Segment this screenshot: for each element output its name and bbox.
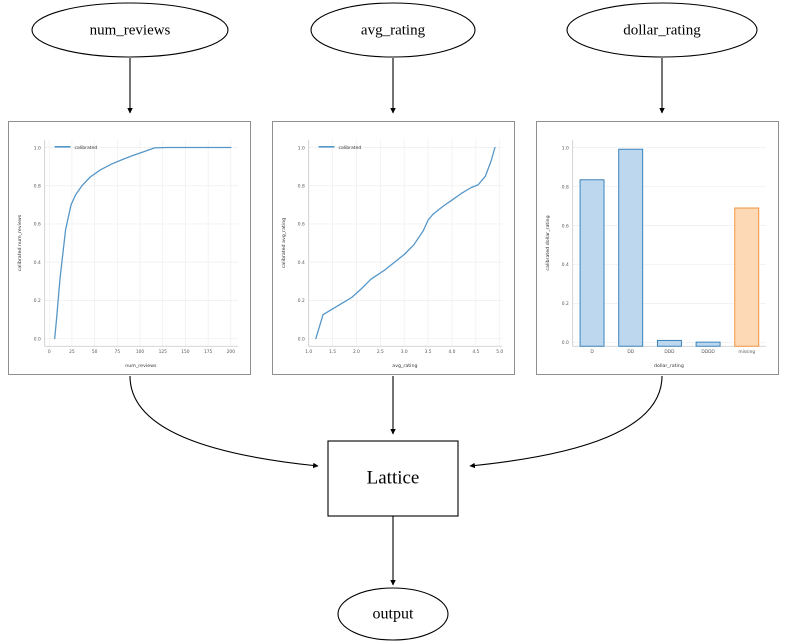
ylabel-avg-rating: calibrated avg_rating [281, 218, 287, 269]
calibration-curve-num-reviews [54, 146, 232, 340]
ytick-label: 0.0 [298, 336, 305, 342]
xtick-label: DD [627, 349, 634, 355]
bar-DDDD [695, 341, 721, 347]
calibrator-plot-avg-rating[interactable]: 0.0 0.2 0.4 0.6 0.8 1.0 1.0 1.5 2.0 2.5 3.0 3.5 4.0 4… [272, 121, 515, 375]
edge-calibrator-dollar-rating-to-lattice [469, 375, 663, 469]
bar-DDD [656, 339, 682, 347]
xtick-label: 200 [227, 349, 236, 355]
legend-label-calibrated: calibrated [74, 145, 97, 151]
node-dollar-rating[interactable] [566, 2, 758, 58]
bar-D [579, 179, 605, 347]
ylabel-num-reviews: calibrated num_reviews [17, 214, 23, 271]
ytick-label: 0.0 [34, 336, 41, 342]
node-num-reviews[interactable] [31, 2, 229, 58]
bar-missing [734, 207, 760, 347]
calibration-curve-avg-rating [315, 146, 496, 340]
node-output[interactable] [337, 587, 449, 641]
node-num-reviews-label: num_reviews [90, 22, 171, 38]
xlabel-num-reviews: num_reviews [125, 363, 157, 369]
plot-svg-num-reviews: 0.0 0.2 0.4 0.6 0.8 1.0 0 25 50 75 100 125 150 175 200… [17, 139, 239, 369]
axes-layer-0 [44, 139, 239, 347]
node-output-label: output [373, 606, 414, 623]
xtick-label: 2.5 [377, 349, 384, 355]
node-avg-rating-label: avg_rating [361, 22, 426, 38]
ticks-layer-1: 0.0 0.2 0.4 0.6 0.8 1.0 1.0 1.5 2.0 2.5 3.0 3.5 4.0 4… [298, 145, 504, 355]
xtick-label: 5.0 [496, 349, 503, 355]
node-dollar-rating-label: dollar_rating [623, 22, 701, 38]
ytick-label: 0.4 [562, 262, 569, 268]
node-lattice-label: Lattice [367, 467, 420, 488]
xtick-label: D [590, 349, 594, 355]
legend-label-calibrated: calibrated [338, 145, 361, 151]
ytick-label: 0.8 [562, 184, 569, 190]
xtick-label: 150 [181, 349, 190, 355]
xtick-label: 2.0 [353, 349, 360, 355]
xtick-label: 3.5 [425, 349, 432, 355]
ytick-label: 1.0 [34, 145, 41, 151]
ytick-label: 0.2 [562, 301, 569, 307]
xtick-label: 1.5 [329, 349, 336, 355]
bar-DD [618, 148, 644, 347]
xtick-label: 50 [92, 349, 98, 355]
node-avg-rating[interactable] [310, 2, 476, 58]
edge-calibrator-num-reviews-to-lattice [129, 375, 319, 469]
xtick-label: 175 [204, 349, 213, 355]
ytick-label: 0.6 [34, 222, 41, 228]
xtick-label: 4.0 [448, 349, 455, 355]
xtick-label: 4.5 [472, 349, 479, 355]
legend-num-reviews: calibrated [54, 145, 97, 151]
axes-layer-1 [308, 139, 503, 347]
xtick-label: 3.0 [401, 349, 408, 355]
xtick-label: 75 [115, 349, 121, 355]
ytick-label: 0.6 [562, 223, 569, 229]
ytick-label: 1.0 [298, 145, 305, 151]
xlabel-avg-rating: avg_rating [392, 363, 417, 369]
ytick-label: 0.8 [34, 184, 41, 190]
xtick-label: 1.0 [305, 349, 312, 355]
xtick-label: 100 [136, 349, 145, 355]
legend-avg-rating: calibrated [318, 145, 361, 151]
xtick-label: DDD [664, 349, 675, 355]
plot-svg-avg-rating: 0.0 0.2 0.4 0.6 0.8 1.0 1.0 1.5 2.0 2.5 3.0 3.5 4.0 4… [281, 139, 504, 369]
xtick-label: missing [738, 349, 755, 355]
ytick-label: 1.0 [562, 145, 569, 151]
ytick-label: 0.4 [34, 260, 41, 266]
grid-layer-1 [308, 139, 503, 347]
calibrator-plot-num-reviews[interactable]: 0.0 0.2 0.4 0.6 0.8 1.0 0 25 50 75 100 125 150 175 200… [8, 121, 251, 375]
ytick-label: 0.4 [298, 260, 305, 266]
xtick-label: 25 [69, 349, 75, 355]
xlabel-dollar-rating: dollar_rating [654, 363, 684, 369]
xtick-label: DDDD [701, 349, 715, 355]
node-lattice[interactable] [327, 440, 459, 517]
ytick-label: 0.2 [34, 298, 41, 304]
ticks-layer-0: 0.0 0.2 0.4 0.6 0.8 1.0 0 25 50 75 100 125 150 175 200 [34, 145, 235, 355]
ytick-label: 0.8 [298, 184, 305, 190]
bar-group-dollar-rating [579, 148, 760, 347]
ytick-label: 0.2 [298, 298, 305, 304]
ytick-label: 0.0 [562, 340, 569, 346]
ylabel-dollar-rating: calibrated dollar_rating [545, 215, 551, 270]
xtick-label: 125 [159, 349, 168, 355]
grid-layer-0 [44, 139, 239, 347]
xtick-label: 0 [48, 349, 51, 355]
ytick-label: 0.6 [298, 222, 305, 228]
